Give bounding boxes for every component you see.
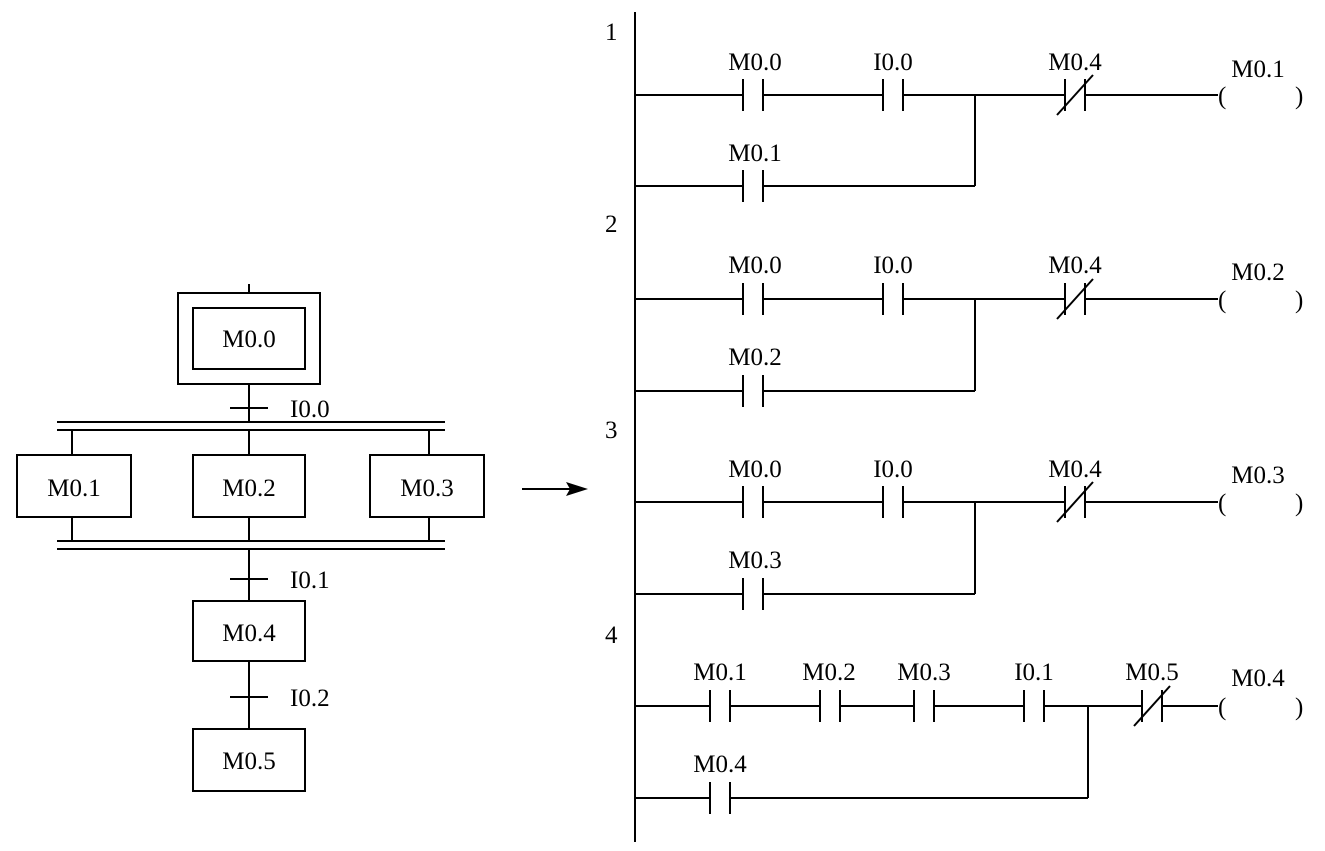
parallel-step-box-1 bbox=[16, 454, 132, 518]
seal-in-label: M0.1 bbox=[728, 140, 781, 167]
wire-segment bbox=[1133, 685, 1171, 727]
contact-label: M0.1 bbox=[693, 659, 746, 686]
coil-label: M0.2 bbox=[1231, 259, 1284, 286]
rung-number: 1 bbox=[605, 19, 618, 46]
contact-label: M0.0 bbox=[728, 252, 781, 279]
rung-number: 4 bbox=[605, 622, 618, 649]
coil-open: ( bbox=[1218, 490, 1226, 517]
step-box-5 bbox=[192, 728, 306, 792]
conversion-arrow-icon bbox=[522, 482, 588, 496]
seal-in-label: M0.3 bbox=[728, 547, 781, 574]
coil-close: ) bbox=[1295, 490, 1303, 517]
parallel-step-box-2 bbox=[192, 454, 306, 518]
step-label-4: M0.4 bbox=[222, 620, 276, 647]
contact-label: M0.2 bbox=[802, 659, 855, 686]
coil-close: ) bbox=[1295, 287, 1303, 314]
interlock-label: M0.4 bbox=[1048, 252, 1102, 279]
wire-segment bbox=[1056, 278, 1094, 320]
rung-4: 4 M0.1 M0.2 M0.3 I0.1 M0.5 ( ) M0 bbox=[605, 622, 1303, 814]
seal-in-label: M0.4 bbox=[693, 751, 747, 778]
interlock-label: M0.4 bbox=[1048, 456, 1102, 483]
coil-label: M0.1 bbox=[1231, 56, 1284, 83]
coil-open: ( bbox=[1218, 287, 1226, 314]
contact-label: I0.1 bbox=[1014, 659, 1054, 686]
arrow-head bbox=[566, 482, 588, 496]
parallel-step-label-1: M0.1 bbox=[47, 475, 100, 502]
transition-label-2: I0.1 bbox=[290, 567, 330, 594]
initial-step-inner-box bbox=[192, 307, 306, 370]
coil-open: ( bbox=[1218, 83, 1226, 110]
rung-2: 2 M0.0 I0.0 M0.4 ( ) M0.2 M0.2 bbox=[605, 211, 1303, 407]
ladder-diagram: 1 M0.0 I0.0 M0.4 ( ) M0.1 M0.1 bbox=[605, 19, 1303, 814]
rung-1: 1 M0.0 I0.0 M0.4 ( ) M0.1 M0.1 bbox=[605, 19, 1303, 202]
coil-close: ) bbox=[1295, 83, 1303, 110]
coil-open: ( bbox=[1218, 694, 1226, 721]
contact-label: M0.3 bbox=[897, 659, 950, 686]
transition-label-3: I0.2 bbox=[290, 685, 330, 712]
parallel-step-label-3: M0.3 bbox=[400, 475, 453, 502]
contact-label: I0.0 bbox=[873, 456, 913, 483]
contact-label: I0.0 bbox=[873, 252, 913, 279]
contact-label: M0.0 bbox=[728, 456, 781, 483]
wire-segment bbox=[1056, 74, 1094, 116]
rung-number: 3 bbox=[605, 417, 618, 444]
contact-label: M0.0 bbox=[728, 49, 781, 76]
coil-label: M0.4 bbox=[1231, 665, 1285, 692]
wire-segment bbox=[1056, 481, 1094, 523]
transition-label-1: I0.0 bbox=[290, 396, 330, 423]
seal-in-label: M0.2 bbox=[728, 344, 781, 371]
initial-step-label: M0.0 bbox=[222, 326, 275, 353]
parallel-step-box-3 bbox=[369, 454, 485, 518]
step-label-5: M0.5 bbox=[222, 748, 275, 775]
rung-3: 3 M0.0 I0.0 M0.4 ( ) M0.3 M0.3 bbox=[605, 417, 1303, 610]
interlock-label: M0.5 bbox=[1125, 659, 1178, 686]
contact-label: I0.0 bbox=[873, 49, 913, 76]
rung-number: 2 bbox=[605, 211, 618, 238]
coil-close: ) bbox=[1295, 694, 1303, 721]
coil-label: M0.3 bbox=[1231, 462, 1284, 489]
parallel-step-label-2: M0.2 bbox=[222, 475, 275, 502]
interlock-label: M0.4 bbox=[1048, 49, 1102, 76]
sequential-function-chart: M0.0 I0.0 M0.1 M0.2 M0.3 I0.1 M0.4 bbox=[16, 284, 485, 792]
